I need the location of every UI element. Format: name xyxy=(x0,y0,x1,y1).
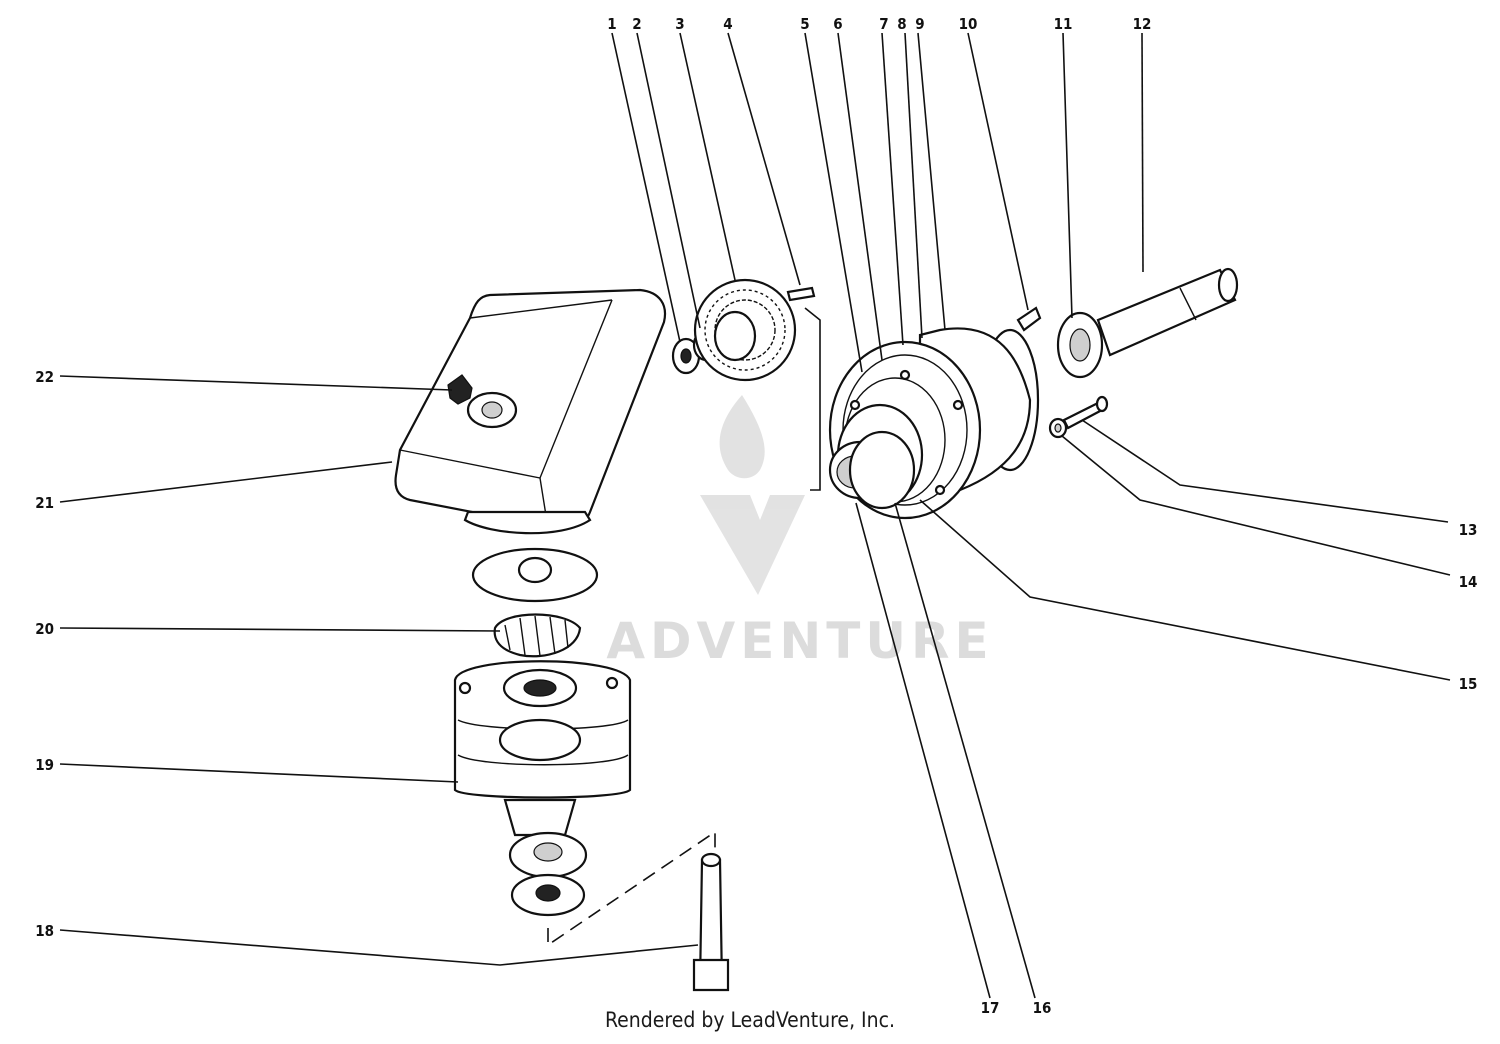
callout-2: 2 xyxy=(632,15,641,33)
pinion-gear xyxy=(493,556,582,658)
callout-21: 21 xyxy=(35,494,54,512)
callout-19: 19 xyxy=(35,756,54,774)
stud xyxy=(692,852,730,992)
watermark-logo xyxy=(700,395,805,595)
lower-housing xyxy=(453,660,632,837)
callout-9: 9 xyxy=(915,15,924,33)
bevel-gear xyxy=(693,278,797,382)
callout-3: 3 xyxy=(675,15,684,33)
callout-11: 11 xyxy=(1054,15,1073,33)
callout-labels: 1 2 3 4 5 6 7 8 9 10 11 12 13 14 15 16 1… xyxy=(35,15,1477,1017)
callout-18: 18 xyxy=(35,922,54,940)
callout-20: 20 xyxy=(35,620,54,638)
callout-10: 10 xyxy=(959,15,978,33)
key xyxy=(786,286,816,302)
callout-14: 14 xyxy=(1459,573,1478,591)
o-ring xyxy=(848,430,916,510)
callout-12: 12 xyxy=(1133,15,1152,33)
input-shaft xyxy=(1096,267,1239,357)
grease-fitting xyxy=(1016,306,1042,332)
callout-22: 22 xyxy=(35,368,54,386)
callout-15: 15 xyxy=(1459,675,1478,693)
credit-text: Rendered by LeadVenture, Inc. xyxy=(605,1008,895,1032)
washer xyxy=(1048,417,1068,439)
watermark-text: ADVENTURE xyxy=(606,612,993,670)
callout-16: 16 xyxy=(1033,999,1052,1017)
bearing xyxy=(1056,311,1104,379)
callout-1: 1 xyxy=(607,15,616,33)
bolt xyxy=(1062,395,1109,430)
gearbox-housing xyxy=(394,288,667,535)
callout-8: 8 xyxy=(897,15,906,33)
callout-13: 13 xyxy=(1459,521,1478,539)
leader-lines xyxy=(59,32,1451,999)
lower-bearings xyxy=(508,831,588,917)
callout-5: 5 xyxy=(800,15,809,33)
callout-6: 6 xyxy=(833,15,842,33)
callout-17: 17 xyxy=(981,999,1000,1017)
callout-7: 7 xyxy=(879,15,888,33)
callout-4: 4 xyxy=(723,15,732,33)
